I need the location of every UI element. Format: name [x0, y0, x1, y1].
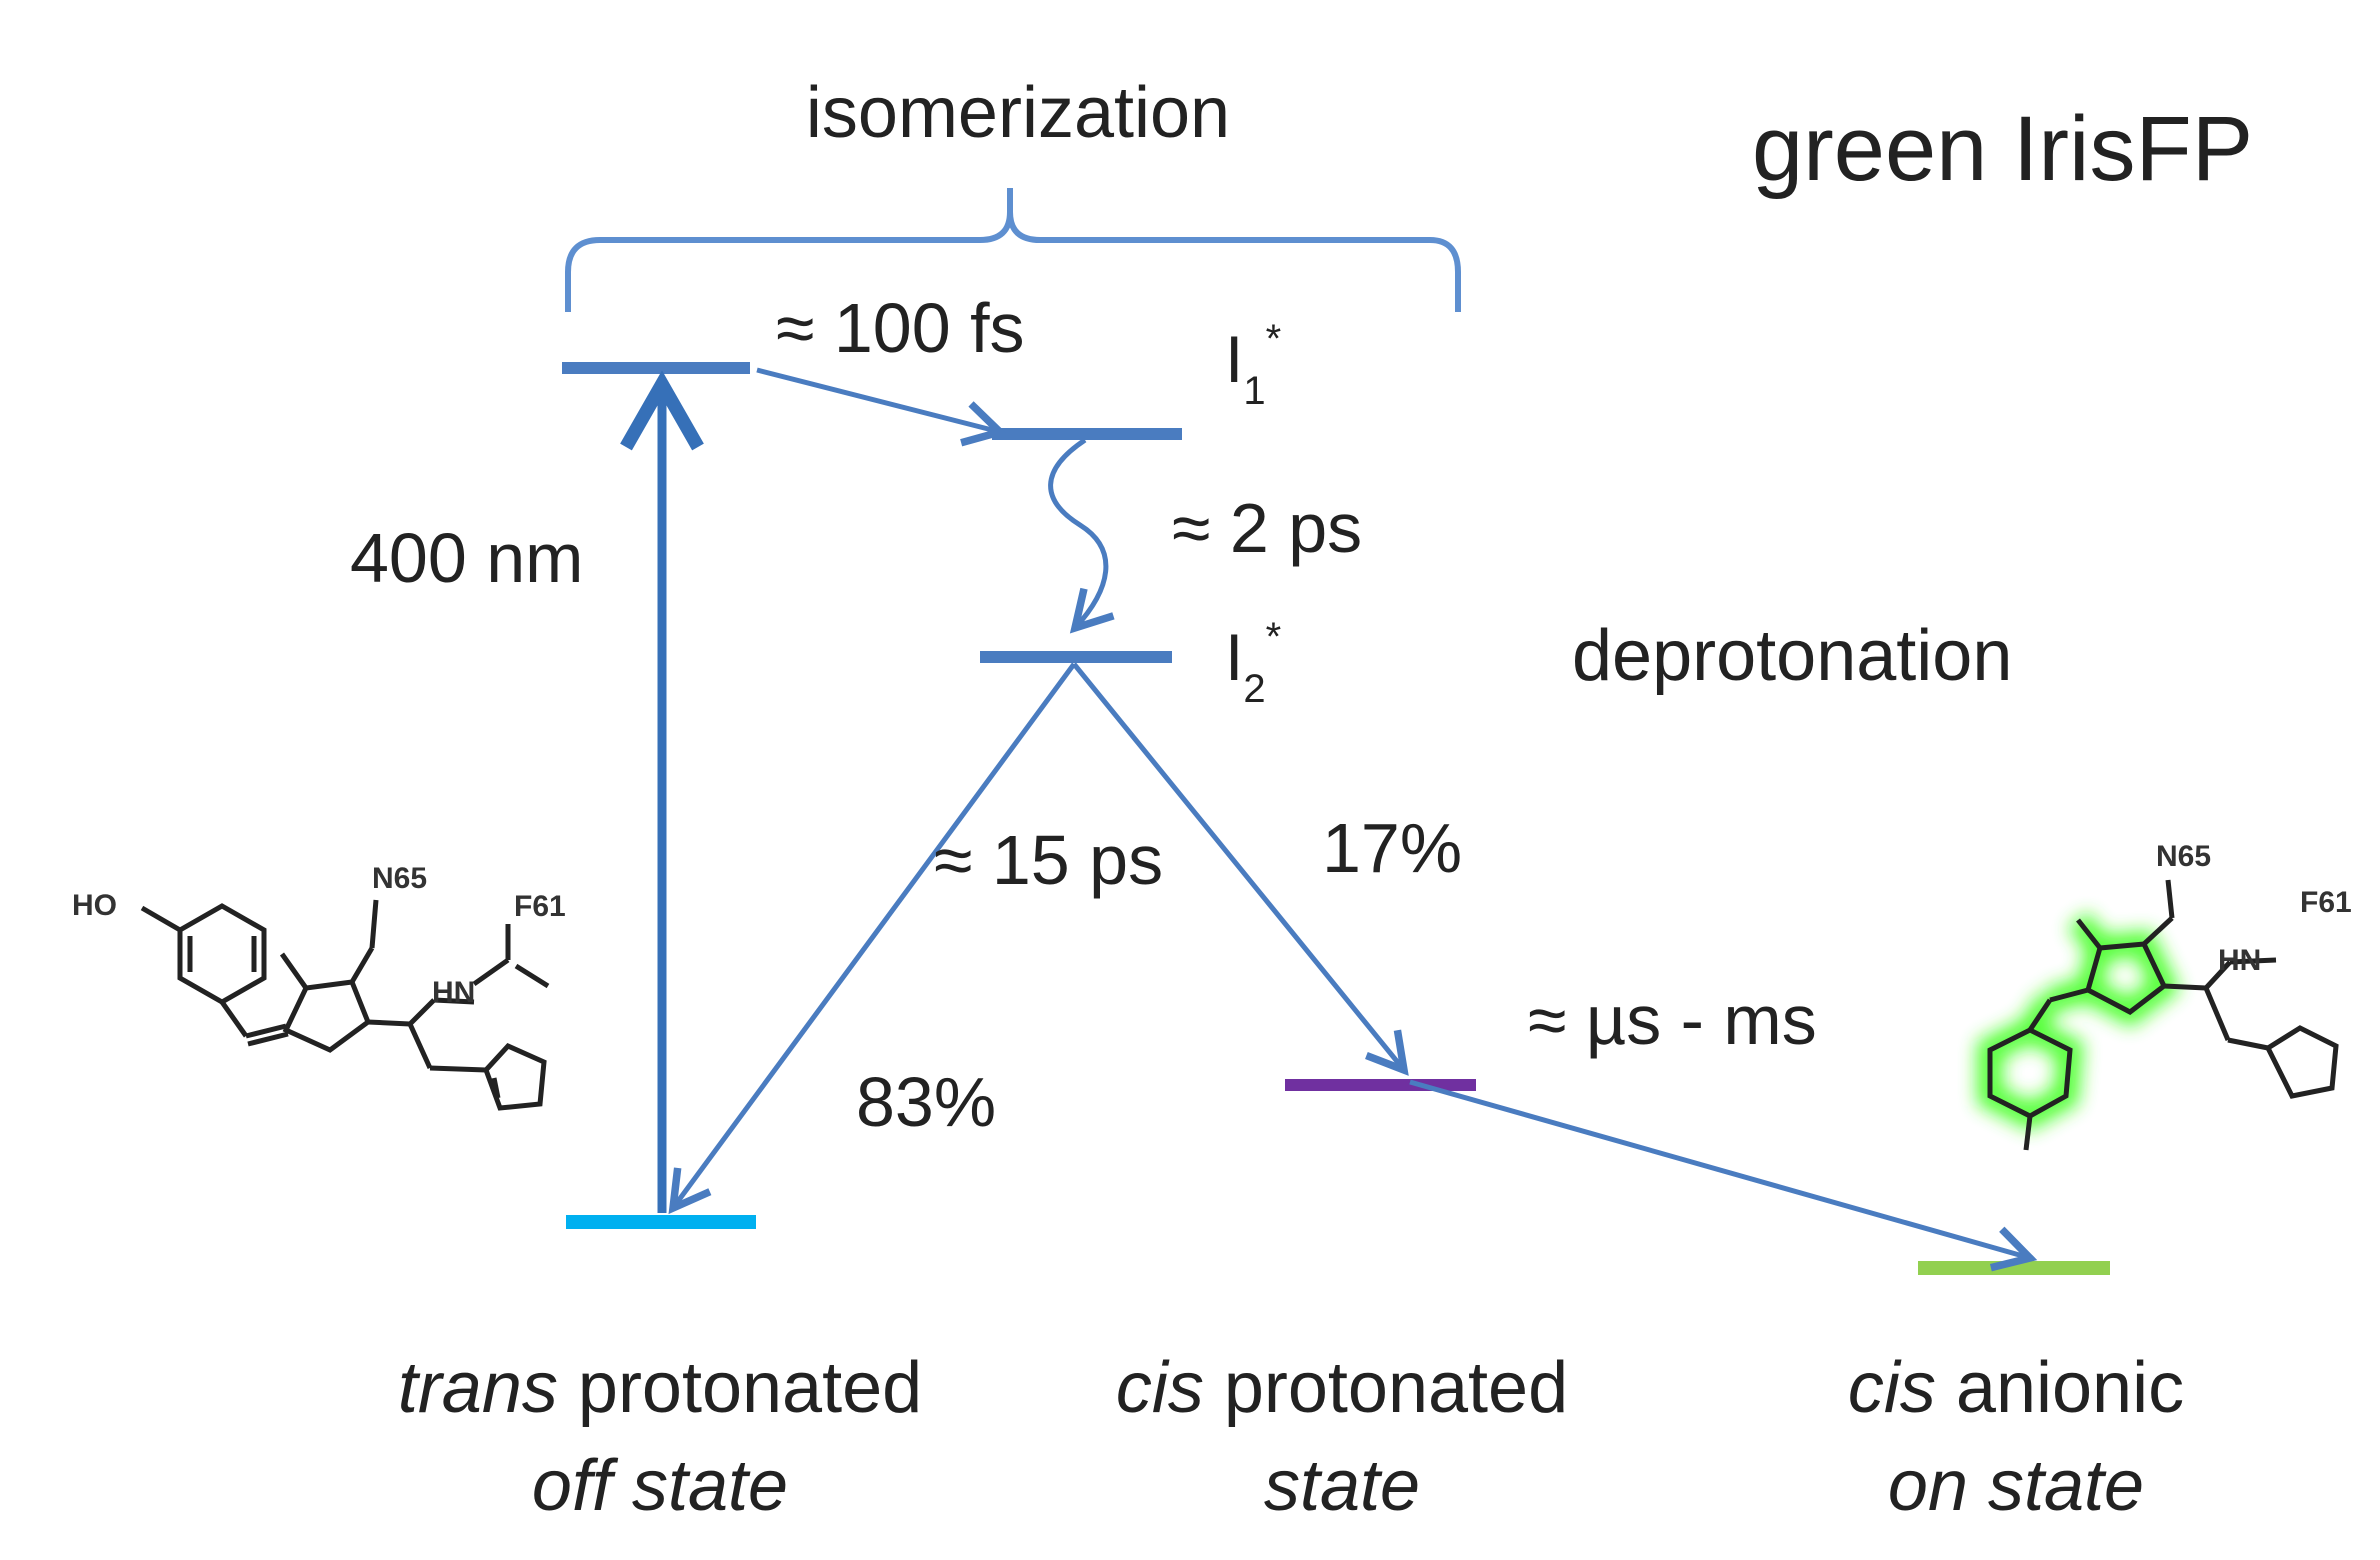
cis-anionic-state-line1: cis anionic — [1848, 1348, 2184, 1428]
trans-off-state-line2: off state — [532, 1446, 788, 1526]
trans-f61-label: F61 — [514, 890, 566, 923]
isomerization-brace — [565, 188, 1461, 312]
cis-hn-label: HN — [2218, 944, 2261, 977]
isomerization-arrow — [756, 367, 1008, 447]
excitation-wavelength-label: 400 nm — [350, 519, 583, 597]
isomerization-time-label: ≈ 100 fs — [776, 289, 1025, 367]
return-yield-label: 83% — [856, 1063, 996, 1141]
cis-n65-label: N65 — [2156, 840, 2211, 873]
cis-chromophore-structure — [1987, 879, 2339, 1151]
return-time-label: ≈ 15 ps — [934, 821, 1163, 899]
trans-n65-label: N65 — [372, 862, 427, 895]
return-arrow — [668, 662, 1077, 1215]
cis-protonated-state-line1: cis protonated — [1116, 1348, 1568, 1428]
isomerization-label: isomerization — [806, 73, 1230, 153]
forward-yield-label: 17% — [1322, 809, 1462, 887]
trans-off-state-line1: trans protonated — [398, 1348, 922, 1428]
deprotonation-time-label: ≈ µs - ms — [1528, 981, 1817, 1059]
i2-label: I2* — [1225, 615, 1281, 711]
trans-hydroxyl-label: HO — [72, 889, 117, 922]
trans-chromophore-structure — [140, 899, 550, 1111]
corner-title: green IrisFP — [1752, 98, 2253, 200]
forward-arrow — [1072, 662, 1409, 1076]
deprotonation-label: deprotonation — [1572, 616, 2012, 696]
cis-f61-label: F61 — [2300, 886, 2352, 919]
i1-label: I1* — [1225, 317, 1281, 413]
cis-chromophore-glow — [1977, 911, 2181, 1131]
cis-anionic-state-line2: on state — [1888, 1446, 2144, 1526]
trans-hn-label: HN — [432, 976, 475, 1009]
relaxation-time-label: ≈ 2 ps — [1172, 489, 1362, 567]
relaxation-wavy-arrow — [1048, 437, 1115, 634]
cis-protonated-state-line2: state — [1264, 1446, 1420, 1526]
deprotonation-arrow — [1409, 1079, 2038, 1272]
